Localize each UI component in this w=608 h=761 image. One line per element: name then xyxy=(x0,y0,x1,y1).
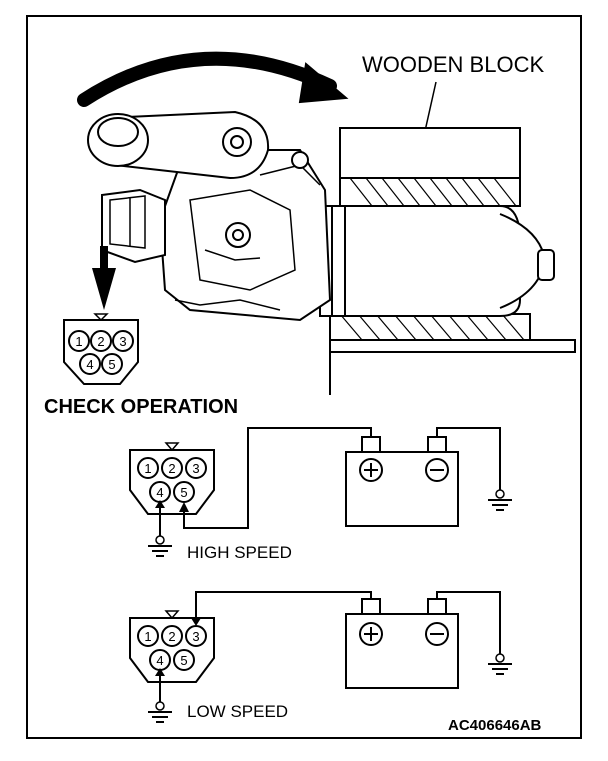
pin-circle xyxy=(79,353,101,375)
pin-label: 2 xyxy=(168,461,175,476)
high-speed-label: HIGH SPEED xyxy=(187,543,292,562)
connector-pointer-arrow xyxy=(92,246,116,310)
low-speed-circuit: 1 2 3 4 5 xyxy=(129,591,512,723)
pin-circle xyxy=(90,330,112,352)
connector-face-top: 1 2 3 4 5 xyxy=(63,313,139,385)
pin-label: 2 xyxy=(97,334,104,349)
pin-label: 2 xyxy=(168,629,175,644)
pin-label: 5 xyxy=(180,653,187,668)
pin-label: 3 xyxy=(119,334,126,349)
pin-circle xyxy=(68,330,90,352)
figure-code: AC406646AB xyxy=(448,717,542,734)
wooden-block-label: WOODEN BLOCK xyxy=(362,52,545,77)
pin-label: 4 xyxy=(156,485,163,500)
pin-circle xyxy=(101,353,123,375)
wooden-block-lower xyxy=(329,313,576,395)
pin-label: 1 xyxy=(144,461,151,476)
motor-connector xyxy=(101,188,166,264)
low-speed-label: LOW SPEED xyxy=(187,702,289,721)
pin-label: 3 xyxy=(192,629,199,644)
motor-illustration xyxy=(77,51,576,395)
pin-label: 5 xyxy=(108,357,115,372)
figure-frame xyxy=(26,15,582,739)
rotation-arrow xyxy=(77,51,337,107)
wooden-block-upper xyxy=(339,127,521,207)
rotation-arrowhead xyxy=(298,62,349,104)
pin-label: 3 xyxy=(192,461,199,476)
high-speed-circuit: 1 2 3 4 5 xyxy=(129,427,512,557)
pin-label: 1 xyxy=(75,334,82,349)
pin-label: 4 xyxy=(156,653,163,668)
pin-label: 4 xyxy=(86,357,93,372)
check-operation-heading: CHECK OPERATION xyxy=(44,396,239,418)
pin-label: 1 xyxy=(144,629,151,644)
motor-body xyxy=(319,205,521,317)
pin-circle xyxy=(112,330,134,352)
pin-label: 5 xyxy=(180,485,187,500)
